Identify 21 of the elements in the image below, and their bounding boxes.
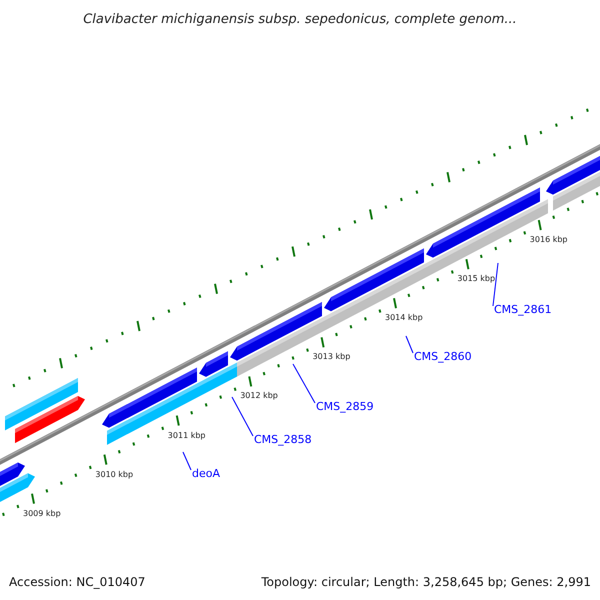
leader-line xyxy=(292,364,316,404)
accession-text: Accession: NC_010407 xyxy=(9,574,146,591)
position-label: 3011 kbp xyxy=(168,430,206,441)
position-label: 3013 kbp xyxy=(312,352,350,362)
leader-line xyxy=(406,336,414,354)
position-label: 3016 kbp xyxy=(530,235,568,246)
genome-info-text: Topology: circular; Length: 3,258,645 bp; Genes: 2,991 xyxy=(261,574,591,591)
map-title: Clavibacter michiganensis subsp. sepedonicus, complete genom... xyxy=(82,11,518,29)
leader-line xyxy=(232,396,254,436)
position-label: 3014 kbp xyxy=(385,313,423,324)
position-label: 3012 kbp xyxy=(240,391,278,402)
gene-label: CMS_2858 xyxy=(254,433,312,446)
gene-label: deoA xyxy=(192,467,220,480)
leader-line xyxy=(182,452,192,470)
gene-label: CMS_2860 xyxy=(414,350,472,363)
gene-label: CMS_2859 xyxy=(316,400,374,413)
leader-line xyxy=(492,262,498,306)
position-label: 3009 kbp xyxy=(23,508,61,519)
position-label: 3010 kbp xyxy=(95,470,134,480)
position-label: 3015 kbp xyxy=(457,274,496,284)
gene-label: CMS_2861 xyxy=(494,303,552,316)
